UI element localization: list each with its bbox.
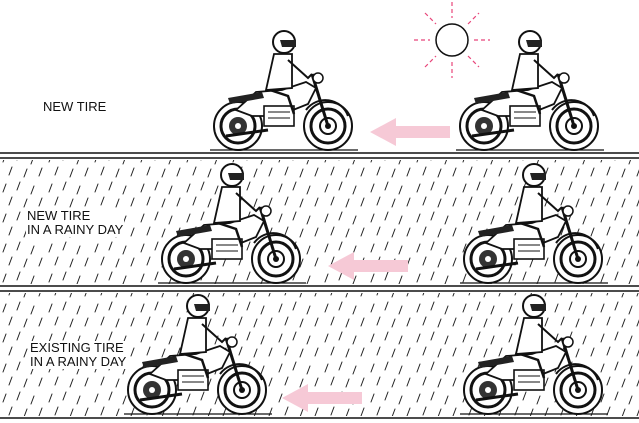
panel-label-new-tire-rain: NEW TIRE IN A RAINY DAY: [26, 209, 124, 237]
label-line: EXISTING TIRE: [30, 341, 126, 355]
label-line: NEW TIRE: [43, 100, 106, 114]
panel-label-new-tire: NEW TIRE: [42, 100, 107, 114]
panel-label-existing-tire-rain: EXISTING TIRE IN A RAINY DAY: [29, 341, 127, 369]
motorcycle-icon: [210, 31, 358, 150]
motorcycle-icon: [456, 31, 604, 150]
label-line: IN A RAINY DAY: [30, 355, 126, 369]
label-line: NEW TIRE: [27, 209, 123, 223]
sun-icon: [414, 2, 490, 78]
arrow-left-icon: [370, 118, 450, 146]
label-line: IN A RAINY DAY: [27, 223, 123, 237]
